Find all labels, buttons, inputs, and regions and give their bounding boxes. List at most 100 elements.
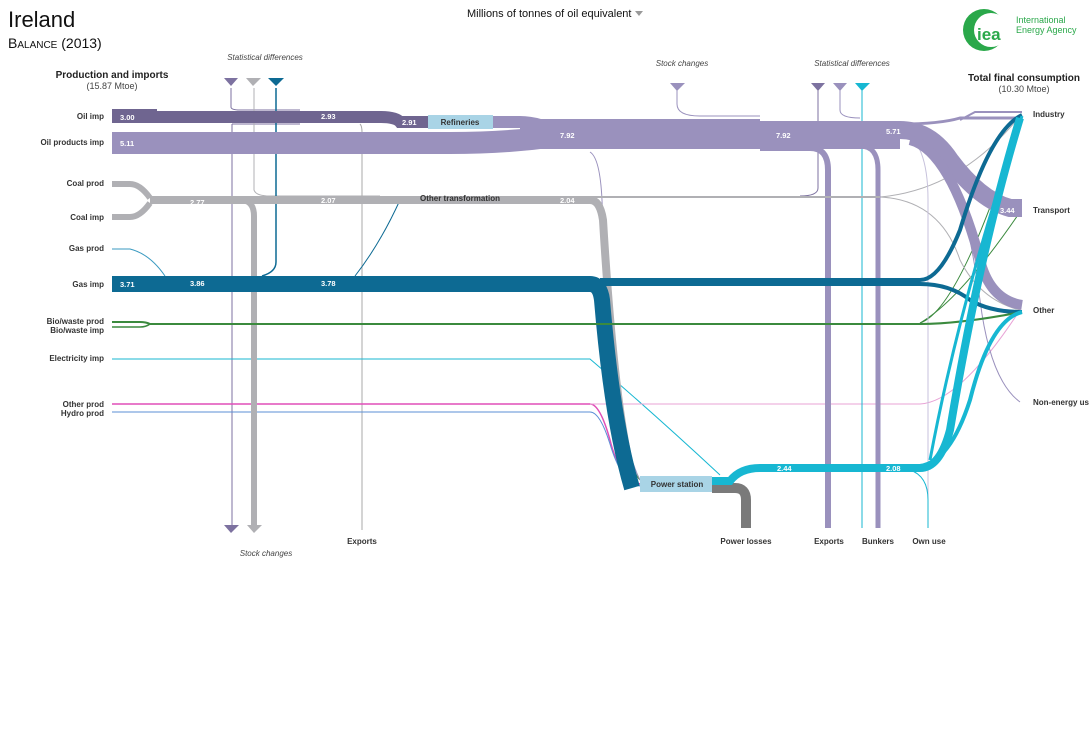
stock-changes-top-marker (670, 83, 685, 91)
chevron-down-icon (635, 11, 644, 16)
flow-coal-to-stock (239, 197, 257, 528)
flow-electricity-other (919, 310, 1023, 468)
label-exports-left: Exports (347, 537, 377, 546)
label-oil-imp: Oil imp (77, 112, 104, 121)
label-electricity-imp: Electricity imp (49, 354, 104, 363)
power-flows (640, 115, 1024, 528)
stat-diff-right-oilp-marker (833, 83, 847, 91)
flow-gas-prod (112, 248, 166, 277)
stat-diff-gas-marker (268, 78, 284, 86)
flow-gas-stat-diff (261, 88, 277, 277)
logo-line-2: Energy Agency (1016, 25, 1077, 35)
left-header-title: Production and imports (56, 70, 169, 81)
flow-oil-to-other (908, 135, 1024, 310)
value-elec-a: 2.44 (777, 464, 792, 473)
node-label-refineries: Refineries (441, 118, 480, 127)
flow-oil-stat-diff (230, 88, 300, 111)
left-header-total: (15.87 Mtoe) (86, 81, 137, 91)
label-bio-prod: Bio/waste prod (47, 317, 104, 326)
coal-flows (112, 181, 880, 528)
flow-coal-to-other (879, 196, 1021, 311)
flow-coal-prod (112, 181, 153, 200)
flow-bio-prod (112, 321, 151, 325)
gas-flows (112, 113, 1023, 491)
flow-elec-imp (112, 358, 721, 476)
label-stock-changes-top: Stock changes (656, 59, 708, 68)
flow-oil-to-industry (899, 116, 1022, 126)
flow-gas-to-right (600, 113, 1023, 282)
flow-stock-top (676, 88, 760, 117)
right-header-title: Total final consumption (968, 73, 1080, 84)
flow-gas-to-other-trans (354, 199, 430, 277)
iea-logo: iea (963, 9, 1008, 51)
value-elec-b: 2.08 (886, 464, 901, 473)
label-bio-imp: Bio/waste imp (50, 326, 104, 335)
flow-other-prod (112, 403, 641, 485)
refineries-node (428, 115, 493, 129)
label-oil-products-imp: Oil products imp (40, 138, 104, 147)
value-oil-products: 5.11 (120, 139, 134, 148)
value-gas-a: 3.86 (190, 279, 205, 288)
logo-line-1: International (1016, 15, 1066, 25)
flow-right-stat-oil (839, 88, 861, 119)
page-title: Ireland (8, 7, 76, 32)
stock-changes-coal-marker (247, 525, 262, 533)
flow-electricity-industry-b (928, 115, 1024, 461)
label-other-prod: Other prod (63, 400, 104, 409)
flow-oil-exports-right (760, 145, 831, 528)
oil-imp-start-box (112, 109, 157, 123)
flow-oil-imp (112, 111, 430, 128)
label-stat-diff-right: Statistical differences (814, 59, 890, 68)
units-dropdown[interactable]: Millions of tonnes of oil equivalent (467, 8, 644, 20)
flow-exports-left (359, 123, 363, 530)
label-stock-changes-bottom: Stock changes (240, 549, 292, 558)
right-header-total: (10.30 Mtoe) (998, 84, 1049, 94)
label-gas-prod: Gas prod (69, 244, 104, 253)
logo-mark: iea (977, 25, 1001, 44)
stat-diff-coal-marker (246, 78, 261, 86)
logo-inner (974, 13, 1008, 47)
flow-gas-to-other (600, 282, 1023, 314)
label-other: Other (1033, 306, 1054, 315)
flow-oil-bunkers (830, 143, 881, 528)
logo-text: International Energy Agency (1016, 15, 1077, 35)
label-own-use: Own use (912, 537, 946, 546)
value-oil-combined-b: 7.92 (776, 131, 791, 140)
flow-gas-imp (112, 276, 640, 491)
value-transport: 3.44 (1000, 206, 1015, 215)
sankey-diagram: Production and imports (15.87 Mtoe) Tota… (40, 53, 1090, 558)
value-oil-ref: 2.91 (402, 118, 417, 127)
label-coal-imp: Coal imp (70, 213, 104, 222)
flow-bio-imp (112, 323, 151, 328)
label-exports-right: Exports (814, 537, 844, 546)
value-oil-combined-a: 7.92 (560, 131, 575, 140)
value-gas-b: 3.78 (321, 279, 336, 288)
node-label-other-transformation: Other transformation (420, 194, 500, 203)
stock-changes-oil-marker (224, 525, 239, 533)
power-station-node (640, 476, 712, 492)
flow-power-losses (712, 483, 751, 528)
flow-coal-main (150, 196, 639, 488)
markers (224, 78, 870, 533)
node-label-power-station: Power station (651, 480, 704, 489)
flow-hydro-prod (112, 411, 641, 487)
label-hydro-prod: Hydro prod (61, 409, 104, 418)
flow-exp-right-oil (799, 88, 819, 197)
value-coal-mid: 2.07 (321, 196, 336, 205)
flow-bio-to-transport (919, 211, 1021, 324)
label-industry: Industry (1033, 110, 1065, 119)
flow-bio-main (150, 311, 1023, 325)
value-oil-mid: 2.93 (321, 112, 336, 121)
stat-diff-right-elec-marker (855, 83, 870, 91)
value-oil-imp: 3.00 (120, 113, 135, 122)
label-gas-imp: Gas imp (72, 280, 104, 289)
stat-diff-right-oil-marker (811, 83, 825, 91)
label-non-energy: Non-energy us (1033, 398, 1090, 407)
units-label: Millions of tonnes of oil equivalent (467, 8, 632, 20)
stat-diff-oil-marker (224, 78, 238, 86)
label-stat-diff-left: Statistical differences (227, 53, 303, 62)
label-bunkers: Bunkers (862, 537, 895, 546)
label-coal-prod: Coal prod (67, 179, 104, 188)
bio-flows (112, 311, 1023, 328)
value-gas-imp: 3.71 (120, 280, 135, 289)
